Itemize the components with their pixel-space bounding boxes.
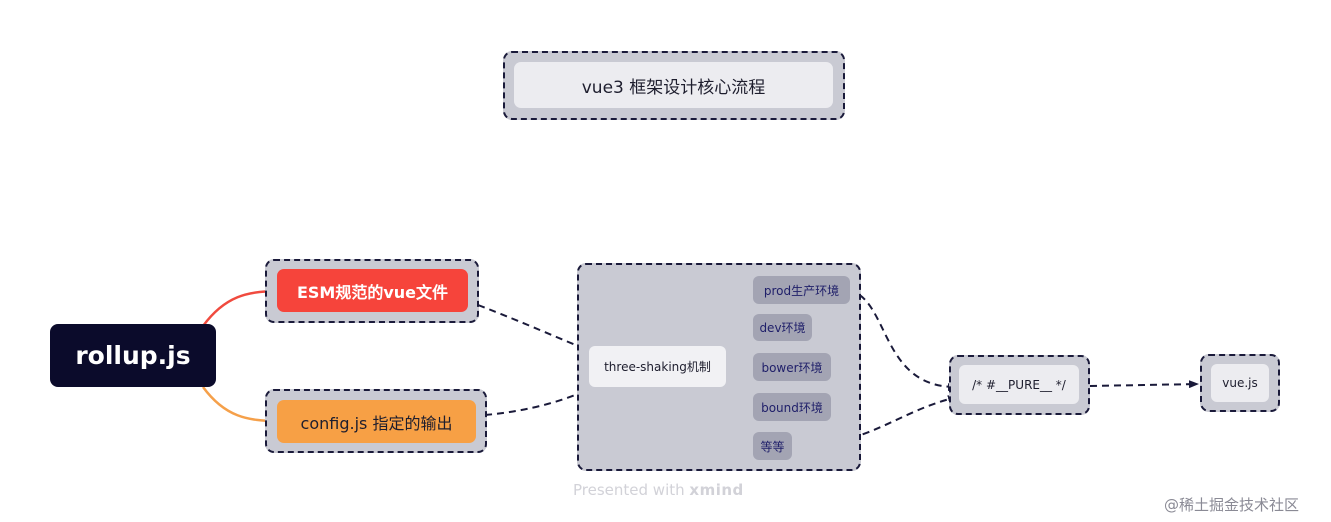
mechanism-topic[interactable]: three-shaking机制: [589, 346, 726, 387]
watermark-prefix: Presented with: [573, 481, 685, 499]
env-dev-topic[interactable]: dev环境: [753, 314, 812, 341]
prod-to-pure-arrow: [848, 289, 958, 392]
env-etc-topic[interactable]: 等等: [753, 432, 792, 460]
root-topic[interactable]: rollup.js: [50, 324, 216, 387]
xmind-watermark: Presented with xmind: [573, 481, 744, 499]
config-to-mechanism-arrow: [484, 384, 599, 416]
config-topic[interactable]: config.js 指定的输出: [277, 400, 476, 443]
output-topic[interactable]: vue.js: [1211, 364, 1269, 402]
xmind-logo: xmind: [689, 481, 744, 499]
source-credit: @稀土掘金技术社区: [1164, 496, 1300, 514]
env-bound-topic[interactable]: bound环境: [753, 393, 831, 421]
pure-annotation-topic[interactable]: /* #__PURE__ */: [959, 365, 1079, 404]
pure-to-output-arrow: [1089, 380, 1199, 389]
esm-topic[interactable]: ESM规范的vue文件: [277, 269, 468, 312]
env-prod-topic[interactable]: prod生产环境: [753, 276, 850, 304]
title-topic[interactable]: vue3 框架设计核心流程: [514, 62, 833, 108]
env-bower-topic[interactable]: bower环境: [753, 353, 831, 381]
esm-to-mechanism-arrow: [477, 304, 589, 351]
